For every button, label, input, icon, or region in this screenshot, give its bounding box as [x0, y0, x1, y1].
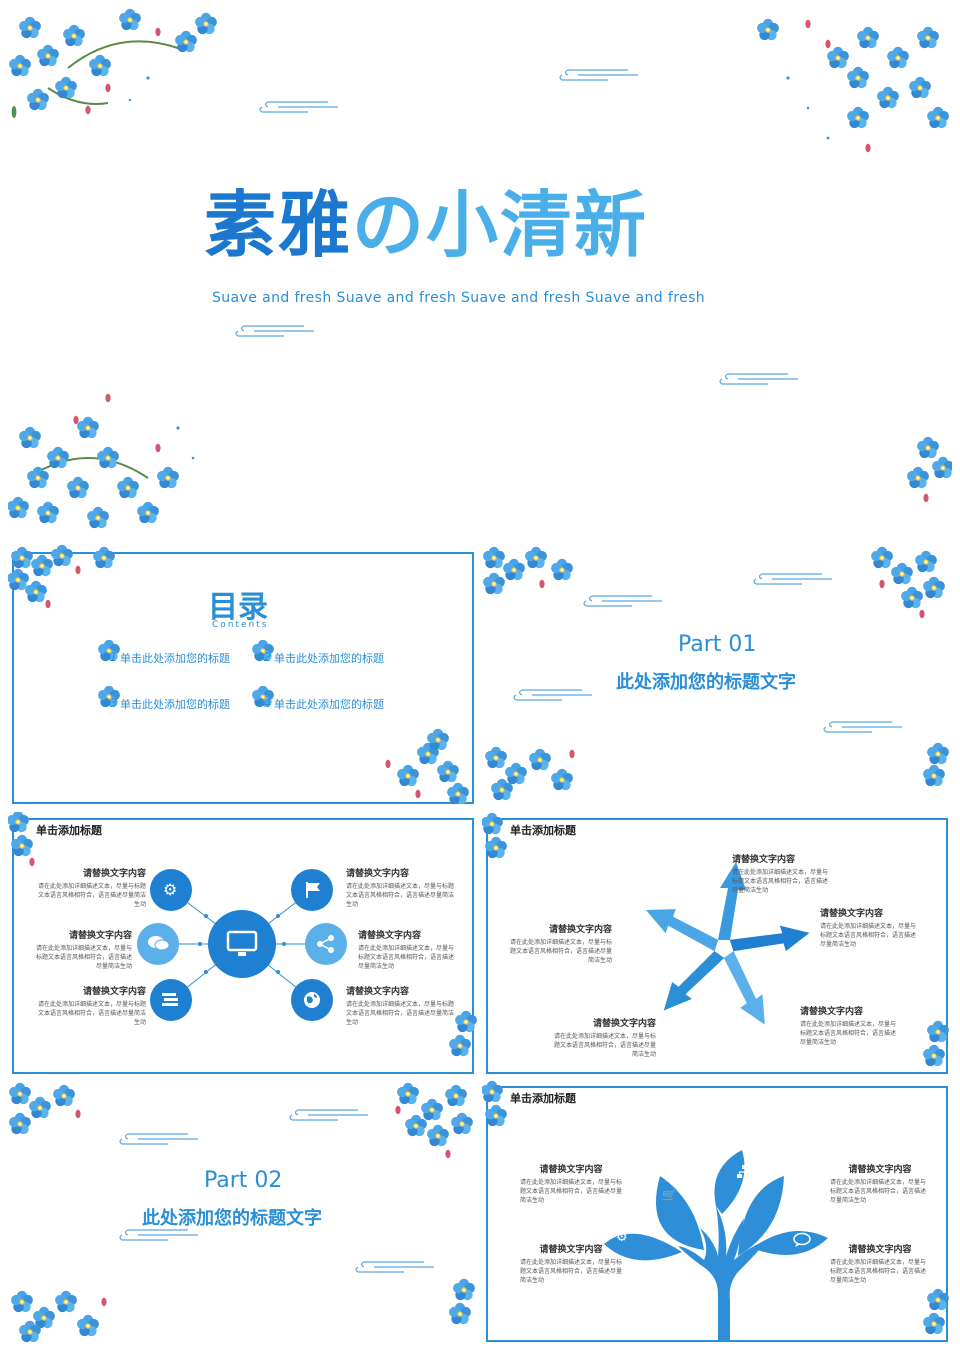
toc-item-number: 04: [256, 696, 272, 710]
tree-item-heading: 请替换文字内容: [848, 1245, 912, 1255]
hub-text-block: 请替换文字内容 请在此处添加详细描述文本，尽量与标题文本语言风格相符合，语言描述…: [32, 928, 132, 971]
tree-item-heading: 请替换文字内容: [848, 1165, 912, 1175]
gear-icon: ⚙: [163, 880, 178, 899]
pinwheel-item-body: 请在此处添加详细描述文本，尽量与标题文本语言风格相符合，语言描述尽量简洁生动: [820, 923, 917, 948]
pinwheel-item-heading: 请替换文字内容: [548, 925, 612, 935]
pinwheel-item-body: 请在此处添加详细描述文本，尽量与标题文本语言风格相符合，语言描述尽量简洁生动: [510, 939, 613, 964]
hub-text-block: 请替换文字内容 请在此处添加详细描述文本，尽量与标题文本语言风格相符合，语言描述…: [358, 928, 458, 971]
toc-item-number: 02: [256, 650, 272, 664]
sitemap-icon: [737, 1165, 753, 1178]
pinwheel-text-block: 请替换文字内容 请在此处添加详细描述文本，尽量与标题文本语言风格相符合，语言描述…: [800, 1004, 900, 1047]
part1-slide: Part 01 此处添加您的标题文字: [482, 544, 952, 808]
pinwheel-arrow: [718, 862, 746, 940]
cover-title: 素雅の小清新: [204, 166, 764, 276]
tree-item-heading: 请替换文字内容: [539, 1165, 603, 1175]
toc-subtitle: Contents: [212, 620, 269, 630]
layers-icon: [162, 993, 178, 1006]
flag-icon: [306, 882, 320, 898]
hub-item-body: 请在此处添加详细描述文本，尽量与标题文本语言风格相符合，语言描述尽量简洁生动: [358, 945, 455, 970]
pinwheel-diagram: [645, 862, 810, 1025]
hub-item-heading: 请替换文字内容: [82, 987, 146, 997]
tree-text-block: 请替换文字内容 请在此处添加详细描述文本，尽量与标题文本语言风格相符合，语言描述…: [830, 1162, 930, 1205]
hub-text-block: 请替换文字内容 请在此处添加详细描述文本，尽量与标题文本语言风格相符合，语言描述…: [38, 866, 146, 909]
cover-title-part2: の小清新: [352, 182, 649, 267]
hub-item-heading: 请替换文字内容: [68, 931, 132, 941]
gear-icon: ⚙: [616, 1230, 628, 1245]
tree-item-heading: 请替换文字内容: [539, 1245, 603, 1255]
hub-center: [208, 910, 276, 978]
pinwheel-slide-title: 单击添加标题: [510, 824, 576, 837]
toc-item-number: 03: [102, 696, 118, 710]
cover-title-part1: 素雅: [204, 182, 353, 267]
toc-title: 目录: [208, 590, 268, 625]
pinwheel-item-body: 请在此处添加详细描述文本，尽量与标题文本语言风格相符合，语言描述尽量简洁生动: [732, 869, 829, 894]
tree-text-block: 请替换文字内容 请在此处添加详细描述文本，尽量与标题文本语言风格相符合，语言描述…: [520, 1242, 622, 1285]
hub-item-body: 请在此处添加详细描述文本，尽量与标题文本语言风格相符合，语言描述尽量简洁生动: [346, 1001, 455, 1026]
tree-frame: [486, 1086, 948, 1342]
pinwheel-item-heading: 请替换文字内容: [800, 1007, 864, 1017]
tree-item-body: 请在此处添加详细描述文本，尽量与标题文本语言风格相符合，语言描述尽量简洁生动: [830, 1259, 927, 1284]
tree-slide-title: 单击添加标题: [510, 1092, 576, 1105]
hub-item-heading: 请替换文字内容: [346, 987, 410, 997]
hub-item-body: 请在此处添加详细描述文本，尽量与标题文本语言风格相符合，语言描述尽量简洁生动: [346, 883, 455, 908]
pinwheel-item-heading: 请替换文字内容: [732, 855, 796, 865]
pinwheel-text-block: 请替换文字内容 请在此处添加详细描述文本，尽量与标题文本语言风格相符合，语言描述…: [552, 1016, 656, 1059]
hub-item-body: 请在此处添加详细描述文本，尽量与标题文本语言风格相符合，语言描述尽量简洁生动: [38, 1001, 147, 1026]
toc-item-number: 01: [102, 650, 118, 664]
cover-subtitle: Suave and fresh Suave and fresh Suave an…: [212, 290, 706, 306]
pinwheel-slide: 单击添加标题 标题文字添加 标题文字添加 标题文字添加 标题文字添加 标题文字添…: [482, 812, 952, 1076]
hub-text-block: 请替换文字内容 请在此处添加详细描述文本，尽量与标题文本语言风格相符合，语言描述…: [346, 866, 454, 909]
hub-frame: [12, 818, 474, 1074]
pinwheel-item-heading: 请替换文字内容: [592, 1019, 656, 1029]
pinwheel-text-block: 请替换文字内容 请在此处添加详细描述文本，尽量与标题文本语言风格相符合，语言描述…: [732, 852, 832, 895]
tree-item-body: 请在此处添加详细描述文本，尽量与标题文本语言风格相符合，语言描述尽量简洁生动: [830, 1179, 927, 1204]
chat-icon: [148, 936, 170, 951]
part2-slide: Part 02 此处添加您的标题文字: [8, 1080, 478, 1344]
flower-decoration: [8, 8, 952, 529]
hub-text-block: 请替换文字内容 请在此处添加详细描述文本，尽量与标题文本语言风格相符合，语言描述…: [346, 984, 454, 1027]
chat-icon: [793, 1232, 811, 1247]
cover-slide: 素雅の小清新 Suave and fresh Suave and fresh S…: [8, 8, 952, 540]
pinwheel-item-body: 请在此处添加详细描述文本，尽量与标题文本语言风格相符合，语言描述尽量简洁生动: [553, 1033, 656, 1058]
part2-title: 此处添加您的标题文字: [142, 1208, 322, 1229]
tree-text-block: 请替换文字内容 请在此处添加详细描述文本，尽量与标题文本语言风格相符合，语言描述…: [520, 1162, 622, 1205]
hub-item-body: 请在此处添加详细描述文本，尽量与标题文本语言风格相符合，语言描述尽量简洁生动: [38, 883, 147, 908]
toc-item-label: 单击此处添加您的标题: [120, 698, 230, 711]
tree-diagram: [604, 1150, 828, 1342]
toc-item[interactable]: 04 单击此处添加您的标题: [252, 686, 402, 712]
toc-item[interactable]: 03 单击此处添加您的标题: [98, 686, 248, 712]
part1-title: 此处添加您的标题文字: [616, 672, 796, 693]
pinwheel-text-block: 请替换文字内容 请在此处添加详细描述文本，尽量与标题文本语言风格相符合，语言描述…: [510, 922, 612, 965]
toc-item-label: 单击此处添加您的标题: [274, 652, 384, 665]
cart-icon: 🛒: [662, 1188, 677, 1202]
toc-slide: 目录 Contents 01 单击此处添加您的标题 02 单击此处添加您的标题 …: [8, 544, 478, 808]
pinwheel-item-body: 请在此处添加详细描述文本，尽量与标题文本语言风格相符合，语言描述尽量简洁生动: [800, 1021, 897, 1046]
hub-diagram: [137, 869, 347, 1021]
toc-item[interactable]: 02 单击此处添加您的标题: [252, 640, 402, 666]
hub-item-body: 请在此处添加详细描述文本，尽量与标题文本语言风格相符合，语言描述尽量简洁生动: [35, 945, 132, 970]
pinwheel-text-block: 请替换文字内容 请在此处添加详细描述文本，尽量与标题文本语言风格相符合，语言描述…: [820, 906, 920, 949]
hub-text-block: 请替换文字内容 请在此处添加详细描述文本，尽量与标题文本语言风格相符合，语言描述…: [38, 984, 146, 1027]
tree-item-body: 请在此处添加详细描述文本，尽量与标题文本语言风格相符合，语言描述尽量简洁生动: [520, 1179, 623, 1204]
toc-item-label: 单击此处添加您的标题: [274, 698, 384, 711]
hub-item-heading: 请替换文字内容: [358, 931, 422, 941]
globe-icon: [304, 992, 320, 1008]
tree-slide: 单击添加标题 🛒 ⚙ 请替换文字内容 请在此处添加详细描述文本，尽量与标题文本语…: [482, 1080, 952, 1344]
part2-label: Part 02: [204, 1168, 283, 1193]
tree-text-block: 请替换文字内容 请在此处添加详细描述文本，尽量与标题文本语言风格相符合，语言描述…: [830, 1242, 930, 1285]
pinwheel-frame: [486, 818, 948, 1074]
hub-item-heading: 请替换文字内容: [346, 869, 410, 879]
hub-slide-title: 单击添加标题: [36, 824, 102, 837]
toc-item[interactable]: 01 单击此处添加您的标题: [98, 640, 248, 666]
part1-label: Part 01: [678, 632, 757, 657]
toc-frame: [12, 552, 474, 804]
hub-slide: 单击添加标题 ⚙: [8, 812, 478, 1076]
tree-item-body: 请在此处添加详细描述文本，尽量与标题文本语言风格相符合，语言描述尽量简洁生动: [520, 1259, 623, 1284]
toc-item-label: 单击此处添加您的标题: [120, 652, 230, 665]
pinwheel-item-heading: 请替换文字内容: [820, 909, 884, 919]
share-icon: [317, 935, 334, 953]
hub-item-heading: 请替换文字内容: [82, 869, 146, 879]
